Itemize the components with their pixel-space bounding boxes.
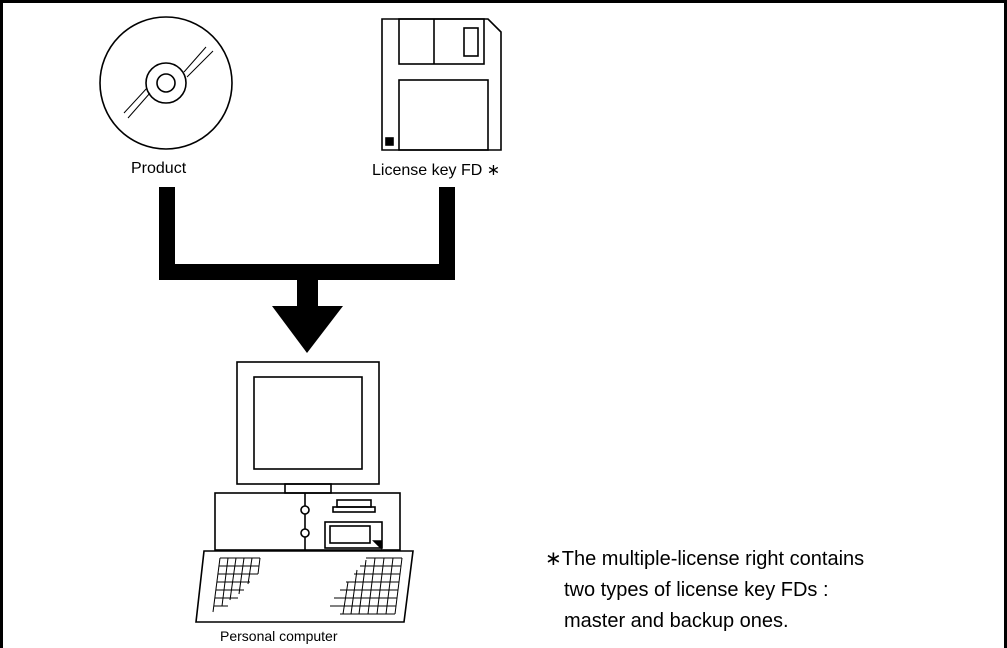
- personal-computer-label: Personal computer: [220, 628, 338, 644]
- license-key-fd-label: License key FD ∗: [372, 160, 500, 180]
- arrow-shaft: [297, 272, 318, 308]
- asterisk-mark: ∗: [486, 162, 501, 179]
- personal-computer-icon: [195, 361, 414, 623]
- footnote-line-1: ∗The multiple-license right contains: [545, 544, 864, 575]
- merge-connector: [159, 187, 455, 280]
- footnote: ∗The multiple-license right contains two…: [545, 544, 864, 637]
- footnote-mark: ∗: [545, 548, 562, 570]
- footnote-line-3: master and backup ones.: [564, 610, 789, 632]
- cd-icon: [99, 16, 233, 150]
- product-label: Product: [131, 160, 187, 177]
- arrow-head-icon: [272, 306, 343, 353]
- footnote-line-2: two types of license key FDs :: [564, 579, 829, 601]
- license-key-fd-text: License key FD: [372, 162, 483, 179]
- floppy-disk-icon: [381, 18, 502, 151]
- footnote-text-1: The multiple-license right contains: [561, 548, 865, 570]
